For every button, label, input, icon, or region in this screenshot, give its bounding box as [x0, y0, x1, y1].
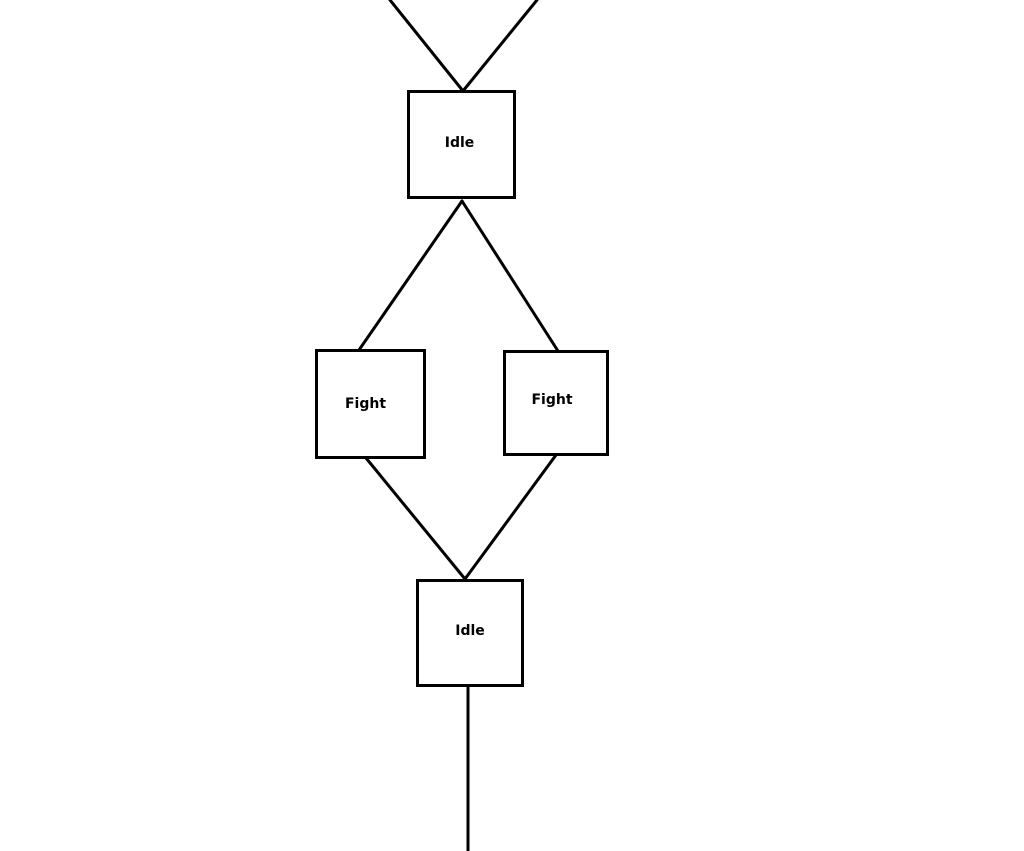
state-label: Fight [344, 396, 387, 412]
connector-fight-left-to-idle [364, 456, 467, 581]
connector-fight-right-to-idle [463, 453, 558, 581]
state-box-idle-bottom: Idle [416, 579, 524, 687]
state-label: Idle [455, 623, 485, 639]
state-label: Fight [531, 392, 573, 408]
connector-incoming-left [388, 0, 465, 93]
state-label: Idle [444, 134, 475, 151]
state-box-fight-right: Fight [503, 350, 609, 456]
connector-incoming-right [461, 0, 539, 93]
state-box-fight-left: Fight [315, 349, 426, 459]
connector-idle-to-fight-left [357, 199, 464, 352]
connector-idle-to-fight-right [460, 199, 560, 353]
state-box-idle-top: Idle [407, 90, 516, 199]
